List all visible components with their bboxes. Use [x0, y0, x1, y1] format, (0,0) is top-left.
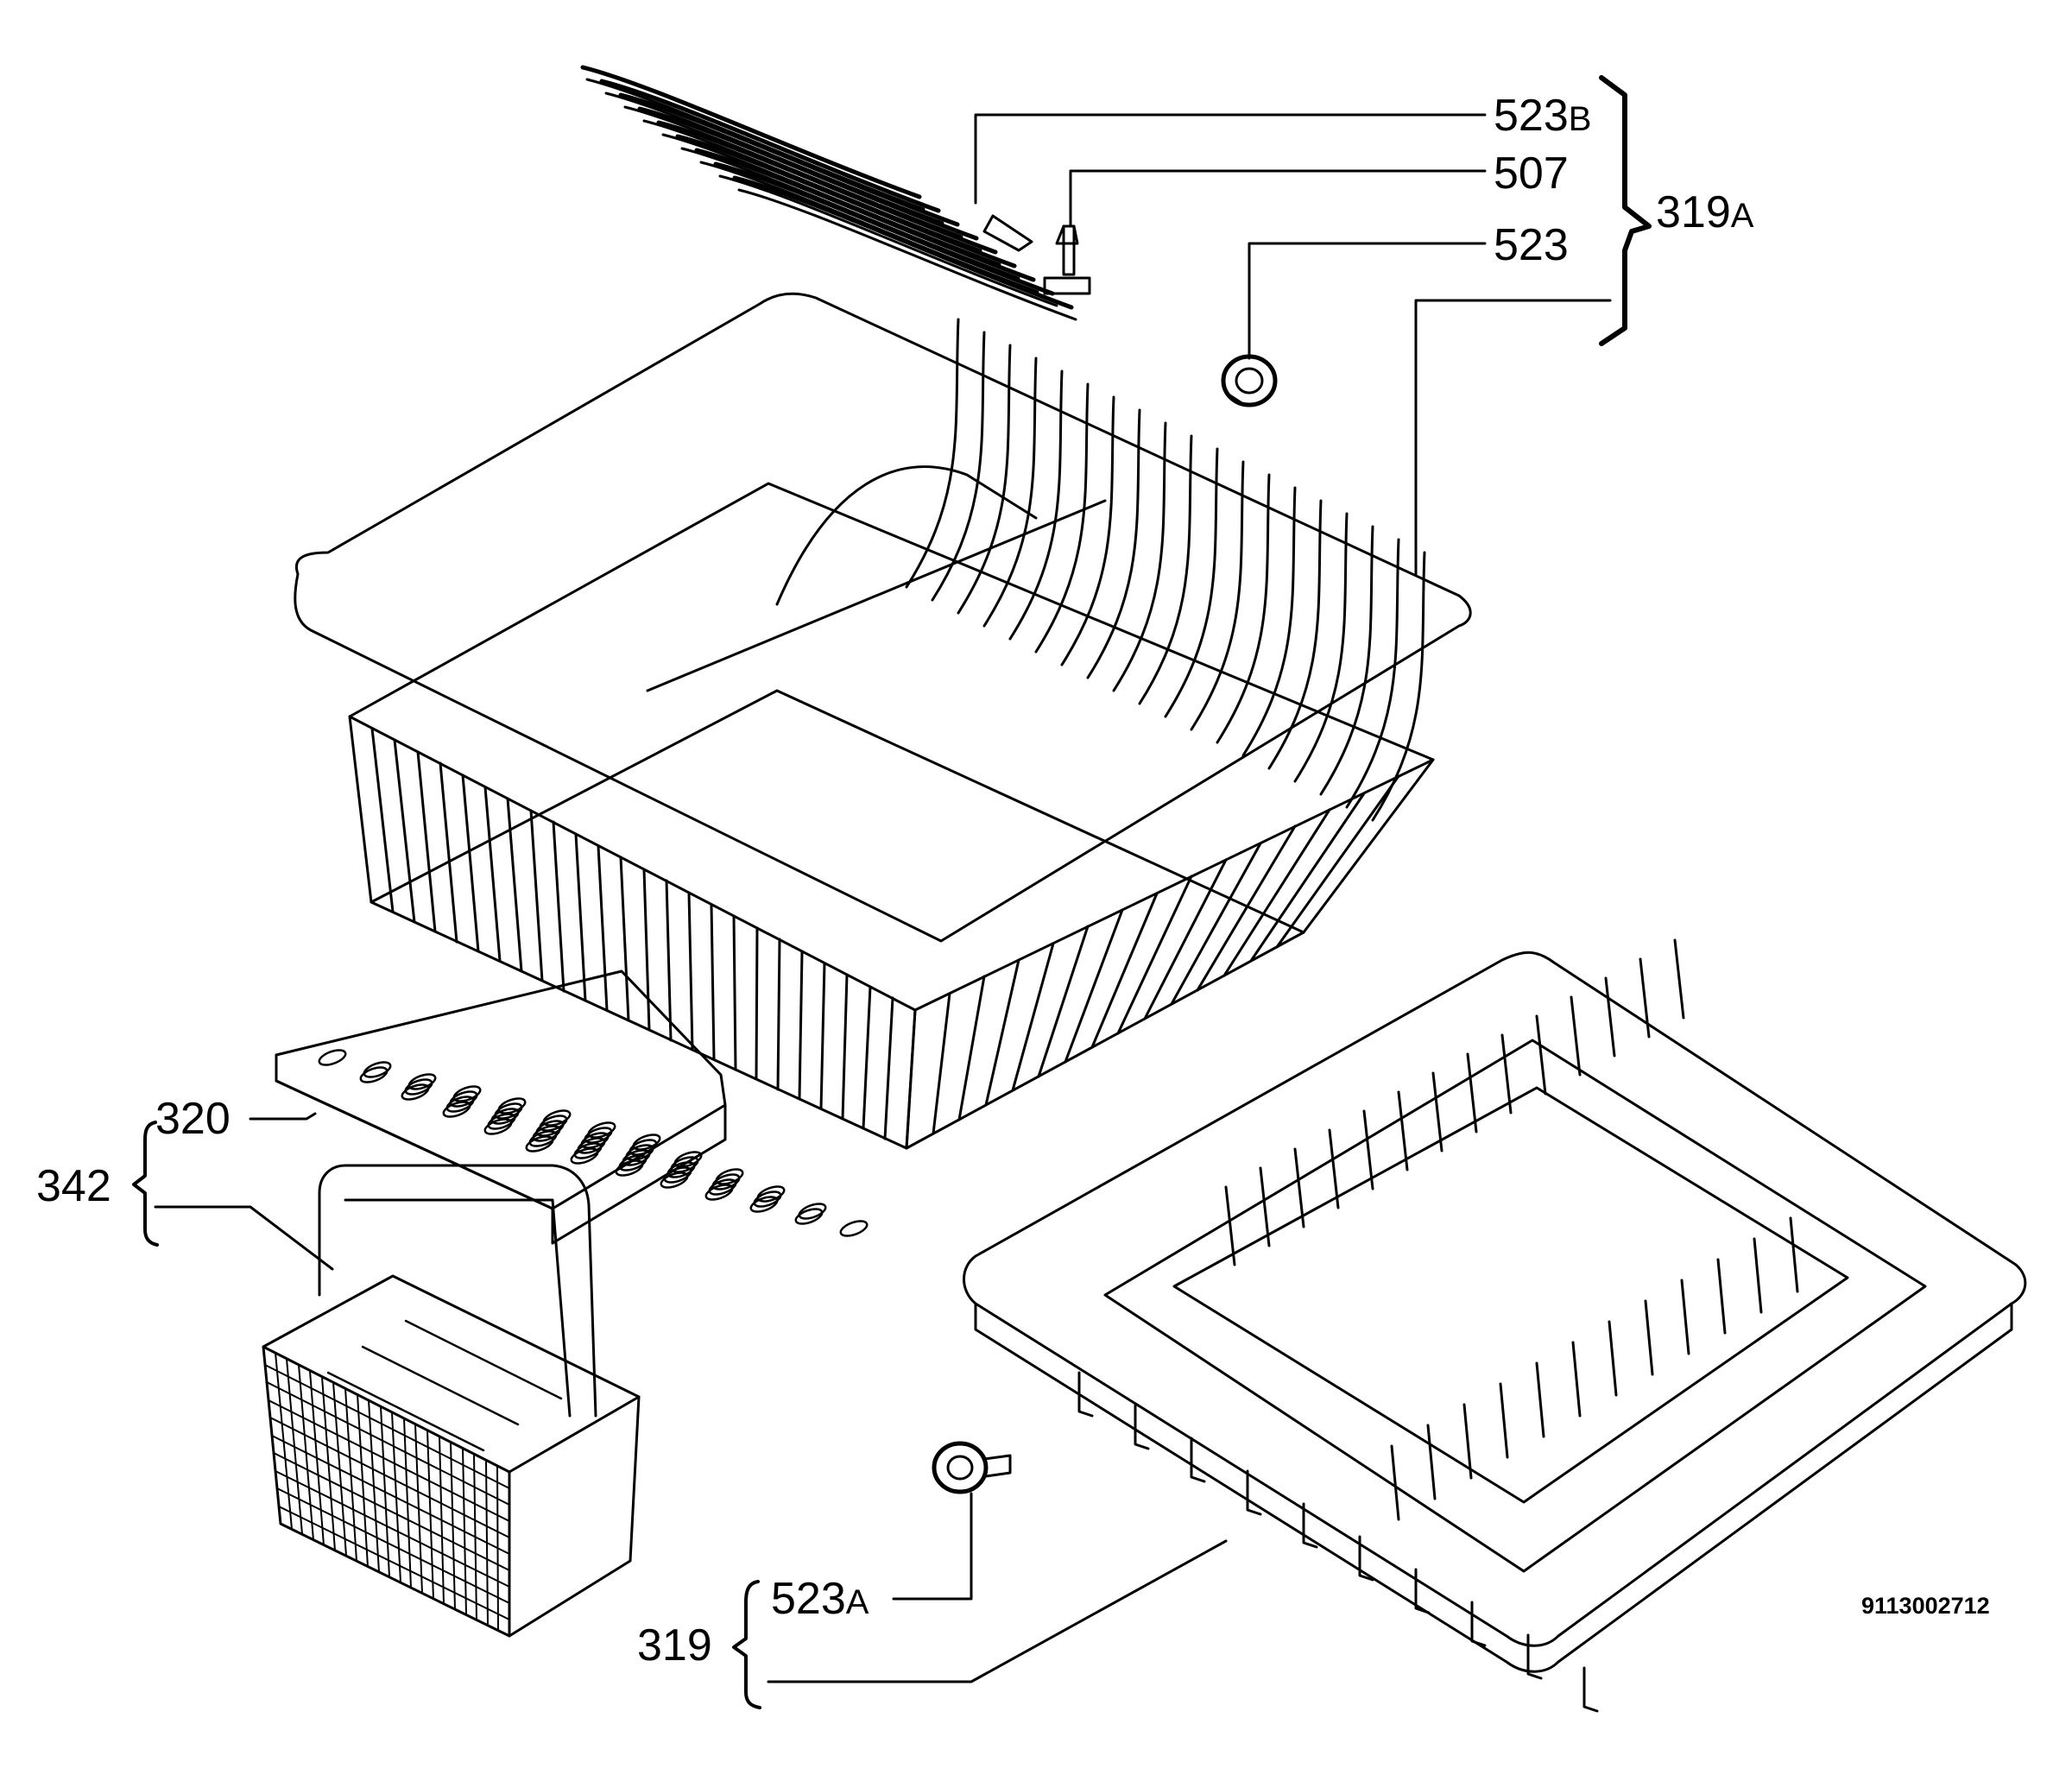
callout-319-number: 319	[637, 1620, 712, 1670]
tine-rack-part	[580, 65, 1077, 321]
callout-523b-suffix: B	[1568, 100, 1592, 138]
cutlery-grid-part	[275, 969, 869, 1245]
callout-507-number: 507	[1494, 148, 1569, 199]
callout-523: 523	[1494, 223, 1569, 268]
cutlery-basket-part	[262, 1164, 641, 1638]
clip-part	[1043, 224, 1091, 295]
upper-wheel-part	[1221, 354, 1278, 407]
group-brackets	[132, 75, 1652, 1709]
callout-523a-number: 523	[771, 1574, 846, 1624]
callout-320-number: 320	[155, 1094, 231, 1144]
callout-319a-suffix: A	[1730, 197, 1754, 235]
callout-523a-suffix: A	[845, 1583, 869, 1621]
callout-507: 507	[1494, 151, 1569, 196]
callout-523b-number: 523	[1494, 91, 1569, 141]
callout-523a: 523A	[771, 1576, 869, 1621]
callout-523b: 523B	[1494, 93, 1591, 138]
lower-wheel-part	[932, 1441, 1012, 1494]
lower-basket	[963, 938, 2027, 1713]
callout-319a: 319A	[1656, 190, 1753, 235]
upper-basket	[294, 292, 1472, 1150]
callout-523-number: 523	[1494, 220, 1569, 270]
callout-319: 319	[637, 1623, 712, 1668]
callout-320: 320	[155, 1096, 231, 1141]
callout-319a-number: 319	[1656, 187, 1731, 237]
callout-342: 342	[36, 1164, 111, 1209]
document-number: 9113002712	[1861, 1593, 1990, 1619]
leader-lines	[154, 113, 1612, 1683]
callout-342-number: 342	[36, 1161, 111, 1211]
